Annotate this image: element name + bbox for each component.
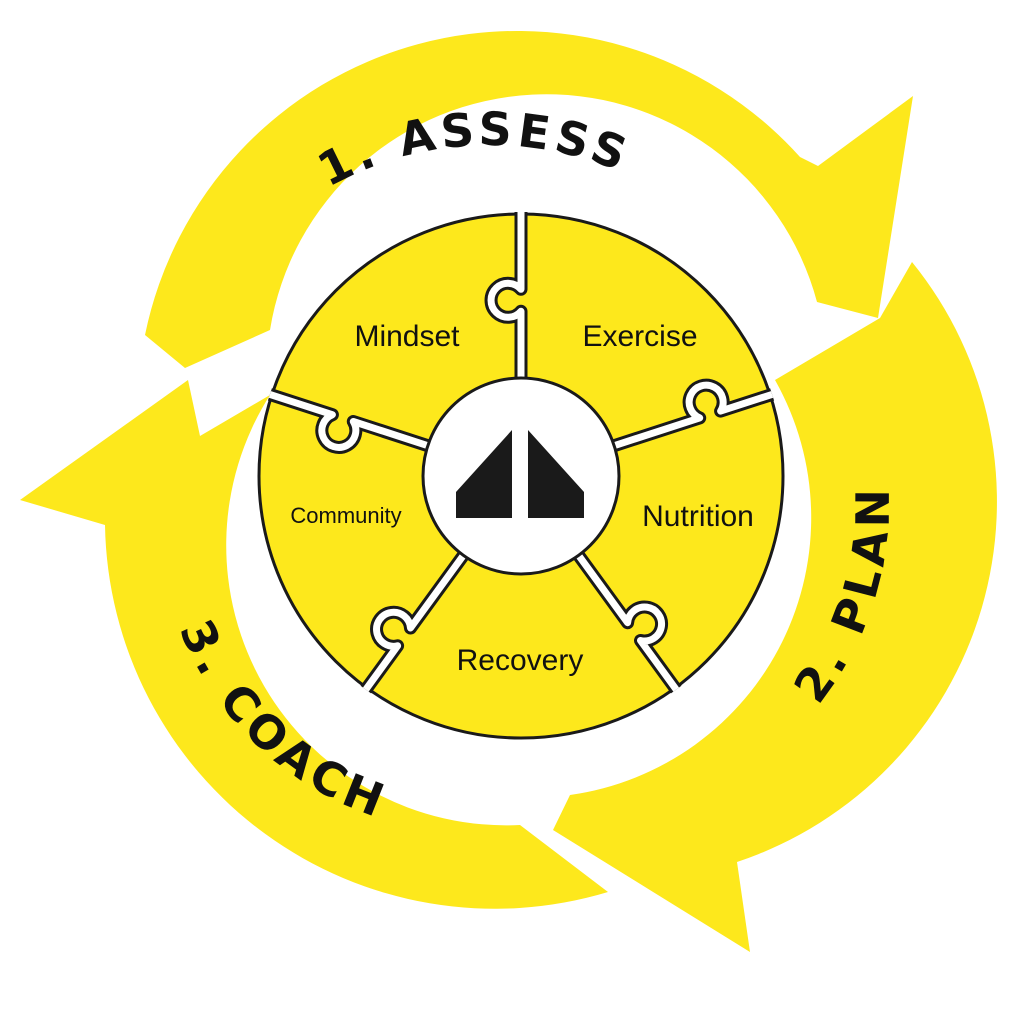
segment-label-exercise: Exercise xyxy=(582,320,697,353)
segment-labels: Mindset Exercise Nutrition Recovery Comm… xyxy=(290,320,753,677)
center-hub xyxy=(421,376,621,576)
divider-channel xyxy=(268,391,431,451)
segment-label-recovery: Recovery xyxy=(457,644,584,677)
wheel-dividers xyxy=(267,212,775,694)
divider-channel xyxy=(574,551,680,692)
divider-channel xyxy=(611,381,774,450)
assess-arrow xyxy=(145,30,913,369)
puzzle-wheel xyxy=(257,212,785,740)
cycle-arrows xyxy=(20,30,997,952)
plan-arrow xyxy=(553,262,997,952)
twin-peaks-logo-icon xyxy=(456,430,584,518)
divider-channel xyxy=(487,212,525,380)
segment-label-mindset: Mindset xyxy=(354,320,460,353)
coach-arrow xyxy=(20,380,608,909)
segment-label-community: Community xyxy=(290,503,401,528)
segment-label-nutrition: Nutrition xyxy=(642,500,754,533)
divider-channel xyxy=(362,551,468,692)
